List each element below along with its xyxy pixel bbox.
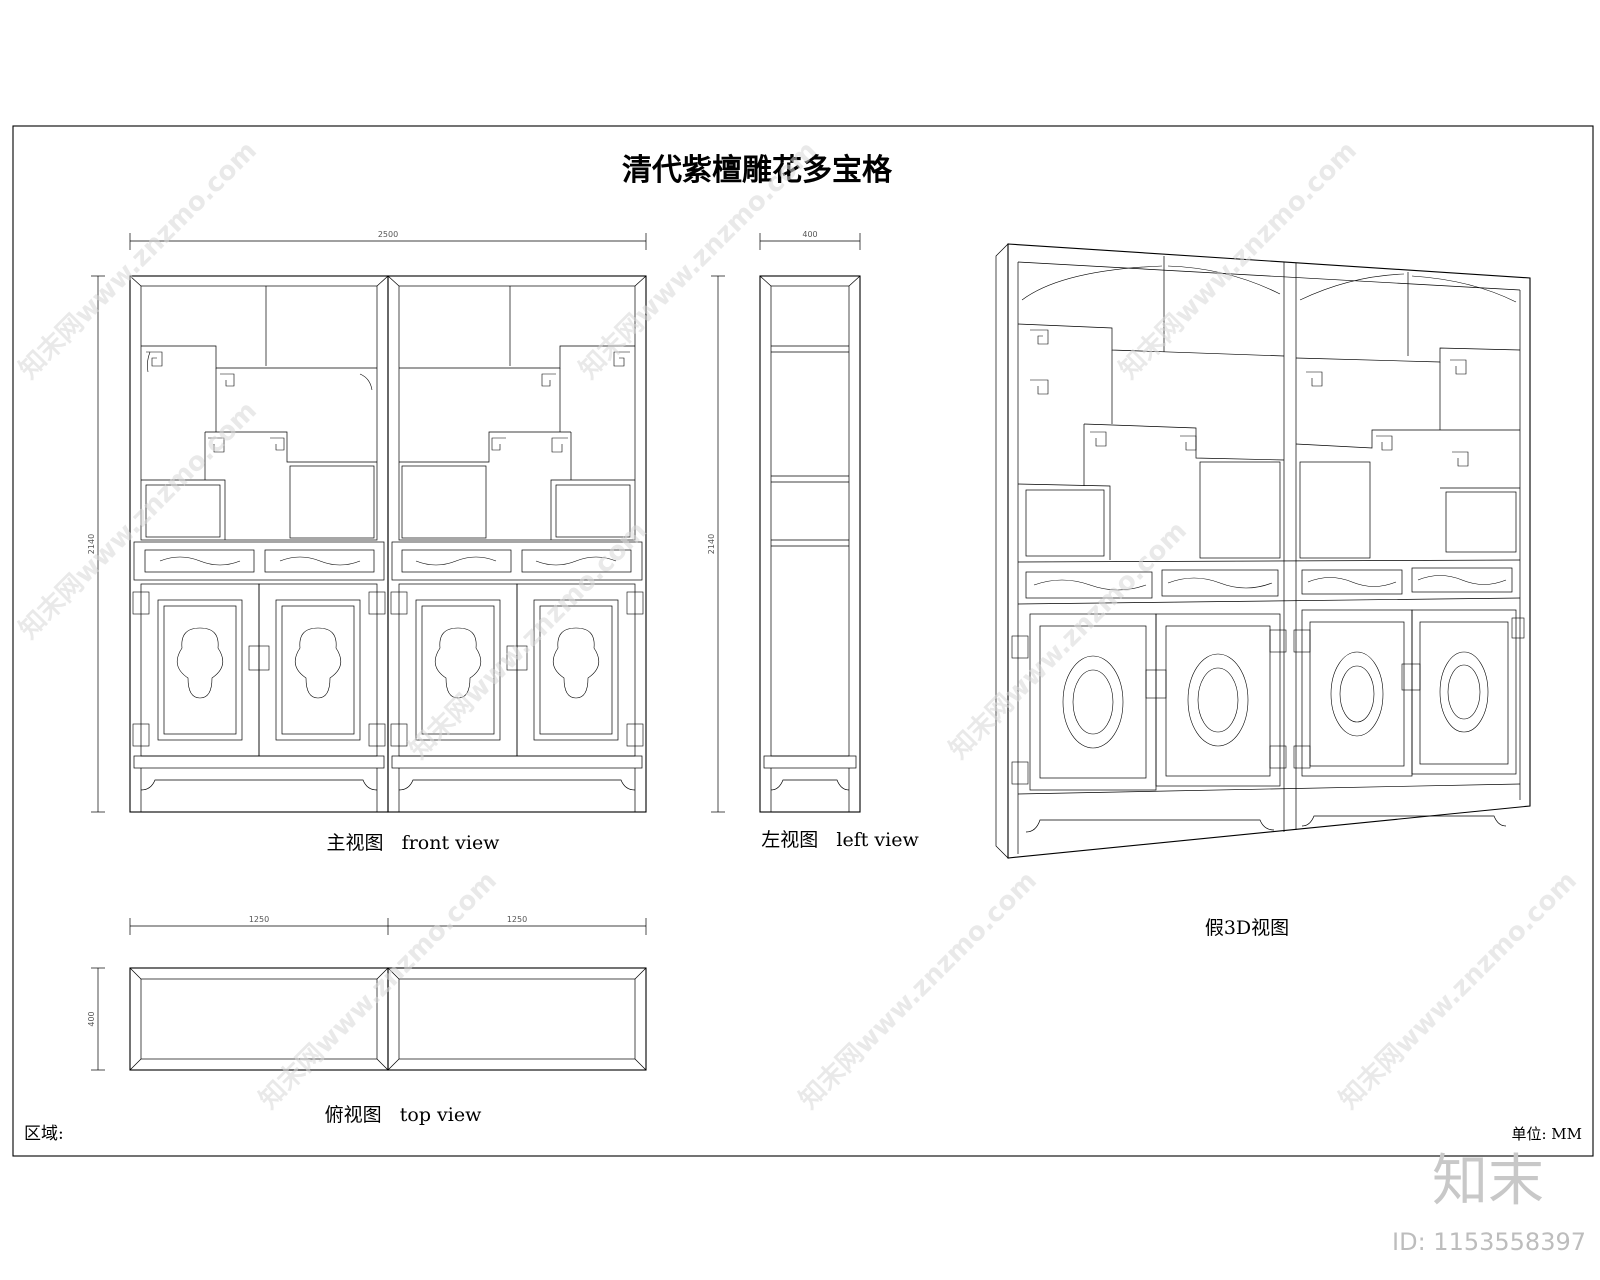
pseudo-3d-caption: 假3D视图 (1205, 917, 1289, 939)
watermark-text: 知末网www.znzmo.com (404, 516, 653, 765)
watermark-text: 知末网www.znzmo.com (1114, 136, 1363, 385)
brand-logo: 知末 (1432, 1149, 1544, 1214)
watermark-text: 知末网www.znzmo.com (794, 866, 1043, 1115)
side-depth-dim: 400 (802, 230, 817, 239)
sheet-border (12, 125, 1594, 1157)
side-height-dim: 2140 (707, 534, 716, 554)
top-depth-dim: 400 (87, 1011, 96, 1026)
top-left-dim: 1250 (249, 915, 269, 924)
top-right-dim: 1250 (507, 915, 527, 924)
watermark-text: 知末网www.znzmo.com (14, 136, 263, 385)
top-view-caption: 俯视图 top view (325, 1104, 482, 1126)
left-view: 400 2140 左视图 left view (707, 230, 919, 851)
front-view: 2500 2140 (87, 230, 647, 854)
image-id: ID: 1153558397 (1392, 1228, 1586, 1256)
region-label: 区域: (24, 1124, 64, 1144)
pseudo-3d-view: 假3D视图 (995, 243, 1531, 939)
front-cabinet-left (129, 275, 389, 813)
front-view-caption: 主视图 front view (327, 832, 501, 854)
front-width-dim: 2500 (378, 230, 398, 239)
unit-label: 单位: MM (1511, 1125, 1582, 1143)
top-view: 1250 1250 400 俯视图 top view (87, 915, 647, 1126)
front-cabinet-right (387, 275, 647, 813)
watermark-text: 知末网www.znzmo.com (1334, 866, 1583, 1115)
drawing-title: 清代紫檀雕花多宝格 (622, 153, 893, 188)
left-view-caption: 左视图 left view (761, 829, 919, 851)
front-height-dim: 2140 (87, 534, 96, 554)
watermark-text: 知末网www.znzmo.com (14, 396, 263, 645)
watermark-text: 知末网www.znzmo.com (254, 866, 503, 1115)
